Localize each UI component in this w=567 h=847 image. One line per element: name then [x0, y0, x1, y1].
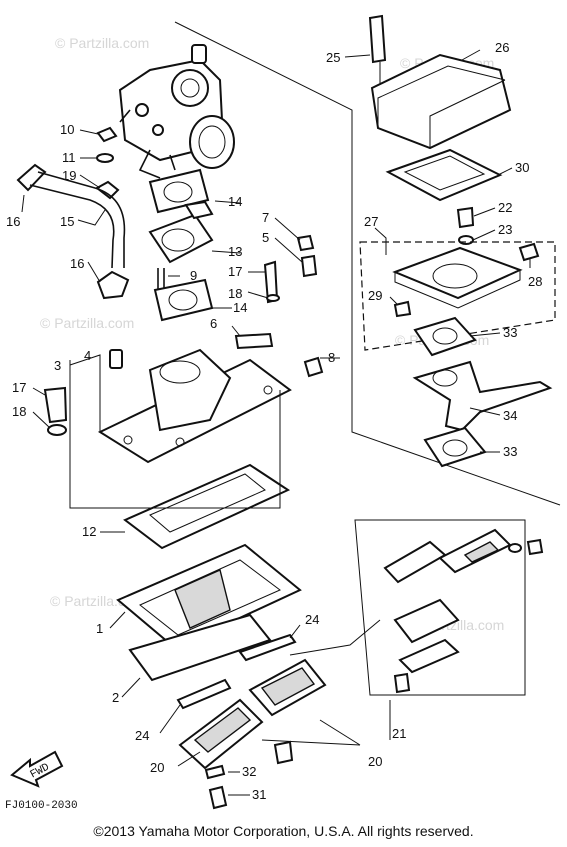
screw-part-31: [208, 785, 228, 810]
washer-part-11: [96, 153, 114, 163]
gasket-part-33a: [413, 316, 477, 357]
nut-part-10: [96, 126, 118, 143]
callout-17: 17: [12, 380, 26, 395]
gasket-part-12: [123, 463, 291, 550]
callout-33: 33: [503, 325, 517, 340]
callout-16: 16: [6, 214, 20, 229]
carburetor: [118, 44, 235, 179]
stopper-part-24b: [176, 678, 232, 710]
reed-housing-part-1: [116, 543, 302, 650]
callout-numbers: 10 11 19 16 15 16 14 13 9 14 17 18 7 5 6…: [6, 40, 542, 802]
callout-28: 28: [528, 274, 542, 289]
callout-24: 24: [135, 728, 149, 743]
fitting-part-16: [16, 163, 47, 192]
watermark-text: © Partzilla.com: [40, 315, 134, 331]
screw-part-31b: [273, 740, 294, 765]
filter-part-30: [385, 148, 503, 202]
fitting-part-16b: [96, 270, 130, 300]
watermark-text: © Partzilla.com: [55, 35, 149, 51]
callout-10: 10: [60, 122, 74, 137]
callout-4: 4: [84, 348, 91, 363]
copyright-notice: ©2013 Yamaha Motor Corporation, U.S.A. A…: [93, 823, 474, 839]
callout-9: 9: [190, 268, 197, 283]
reed-valve-part-20a: [178, 698, 264, 770]
case-assembly-box-27: [359, 241, 556, 351]
callout-14: 14: [228, 194, 242, 209]
gasket-part-14a: [148, 168, 210, 214]
callout-23: 23: [498, 222, 512, 237]
reed-valve-part-20b: [248, 658, 327, 717]
spacer-part-13: [148, 213, 214, 264]
washer-part-23: [458, 235, 474, 245]
callout-34: 34: [503, 408, 517, 423]
callout-1: 1: [96, 621, 103, 636]
callout-24: 24: [305, 612, 319, 627]
part-6: [234, 332, 274, 350]
plug-part-8: [303, 356, 324, 378]
cover-part-26: [370, 53, 512, 150]
callout-11: 11: [62, 150, 76, 165]
callout-20: 20: [368, 754, 382, 769]
fwd-arrow-icon: FWD: [10, 750, 64, 788]
callout-19: 19: [62, 168, 76, 183]
bolt-part-25: [368, 14, 387, 64]
callout-2: 2: [112, 690, 119, 705]
bolt-part-17b: [43, 386, 68, 424]
callout-16: 16: [70, 256, 84, 271]
callout-13: 13: [228, 244, 242, 259]
callout-7: 7: [262, 210, 269, 225]
cap-part-7: [296, 234, 315, 252]
diagram-code: FJ0100-2030: [5, 800, 78, 812]
callout-32: 32: [242, 764, 256, 779]
bracket-part-34: [412, 360, 553, 432]
stopper-part-24a: [238, 633, 297, 662]
watermark-text: © Partzilla.com: [50, 593, 144, 609]
callout-6: 6: [210, 316, 217, 331]
callout-30: 30: [515, 160, 529, 175]
assembly-frame-line: [174, 21, 561, 506]
callout-12: 12: [82, 524, 96, 539]
screw-part-29: [393, 300, 412, 318]
callout-18: 18: [12, 404, 26, 419]
part-4: [109, 349, 123, 369]
leader-lines: [21, 49, 531, 796]
callout-3: 3: [54, 358, 61, 373]
callout-8: 8: [328, 350, 335, 365]
callout-33: 33: [503, 444, 517, 459]
screw-part-21: [393, 672, 411, 694]
callout-22: 22: [498, 200, 512, 215]
callout-29: 29: [368, 288, 382, 303]
screw-part-22: [456, 206, 475, 229]
callout-20: 20: [150, 760, 164, 775]
intake-manifold-part-3: [97, 348, 292, 464]
reed-detail-box-21: [354, 519, 544, 696]
washer-part-32: [204, 764, 226, 780]
washer-part-18b: [47, 424, 67, 436]
clip-part-19: [95, 180, 120, 200]
callout-17: 17: [228, 264, 242, 279]
callout-21: 21: [392, 726, 406, 741]
gasket-part-2: [128, 613, 272, 682]
callout-14: 14: [233, 300, 247, 315]
callout-31: 31: [252, 787, 266, 802]
callout-15: 15: [60, 214, 74, 229]
callout-18: 18: [228, 286, 242, 301]
hose-part-15: [29, 184, 115, 269]
callout-27: 27: [364, 214, 378, 229]
case-part-27: [392, 246, 523, 309]
callout-26: 26: [495, 40, 509, 55]
washer-part-18a: [266, 294, 280, 302]
callout-25: 25: [326, 50, 340, 65]
callout-5: 5: [262, 230, 269, 245]
fitting-part-28: [518, 242, 540, 262]
fitting-part-5: [300, 254, 318, 278]
